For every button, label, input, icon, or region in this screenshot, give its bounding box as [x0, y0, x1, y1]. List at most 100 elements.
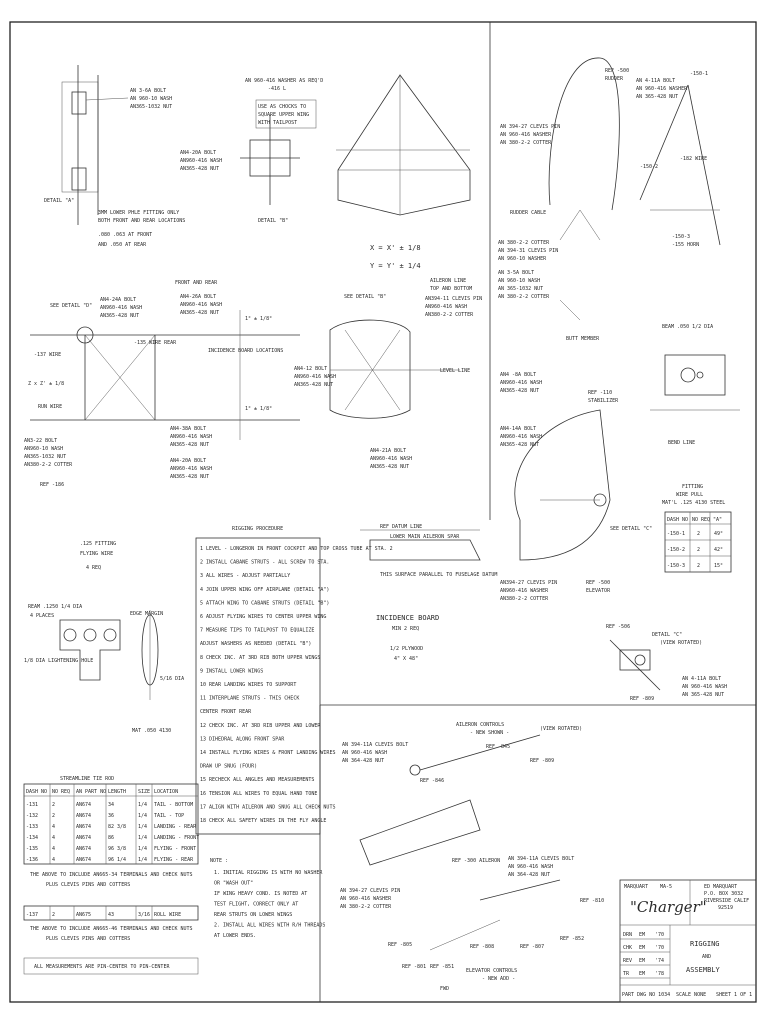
control-ref-label: REF -807 — [520, 944, 544, 950]
inc-title-1: INCIDENCE BOARD — [376, 614, 439, 622]
detail-b-box-3: WITH TAILPOST — [258, 120, 297, 126]
title-block-cell: CHK — [623, 945, 632, 951]
sv-bot-3: AN365-428 NUT — [370, 464, 409, 470]
detail-a-note-3: .080 .063 AT FRONT — [98, 232, 152, 238]
title-block-cell: '74 — [655, 958, 664, 964]
fitting-r1-c2: 42° — [714, 547, 723, 553]
ctrl-elev-title-1: ELEVATOR CONTROLS — [466, 968, 517, 974]
ail-top-2: AN960-416 WASH — [500, 380, 542, 386]
tb-sheet: SHEET 1 OF 1 — [716, 992, 752, 998]
procedure-step: 9 INSTALL LOWER WINGS — [200, 668, 263, 674]
fv-bot2-3: AN365-428 NUT — [170, 474, 209, 480]
tail-low-3: AN 365-1032 NUT — [498, 286, 543, 292]
detail-c: DETAIL "C" (VIEW ROTATED) REF -506 AN 4-… — [606, 624, 727, 702]
detail-c-title-2: (VIEW ROTATED) — [660, 640, 702, 646]
tail-right-2: AN 960-416 WASHER — [636, 86, 688, 92]
detail-a-part-1: AN 3-6A BOLT — [130, 88, 166, 94]
tail-butt: BUTT MEMBER — [566, 336, 600, 342]
tie-measure: ALL MEASUREMENTS ARE PIN-CENTER TO PIN-C… — [34, 964, 170, 970]
sv-bot-1: AN4-21A BOLT — [370, 448, 406, 454]
procedure-step: 2 INSTALL CABANE STRUTS - ALL SCREW TO S… — [200, 560, 329, 566]
title-block-cell: '70 — [655, 945, 664, 951]
fv-tr-2: AN960-416 WASH — [180, 302, 222, 308]
tie-rod-cell: AN675 — [76, 912, 91, 918]
tie-rod-cell: LANDING - REAR — [154, 824, 197, 830]
tie-rod-cell: 86 — [108, 835, 114, 841]
ail-elev-2: ELEVATOR — [586, 588, 611, 594]
ail-elev-1: REF -500 — [586, 580, 610, 586]
ail-mid-2: AN960-416 WASH — [500, 434, 542, 440]
control-ref-label: REF -846 — [420, 778, 444, 784]
procedure-step: 18 CHECK ALL SAFETY WIRES IN THE FLY ANG… — [200, 818, 326, 824]
tie-rod-header: LENGTH — [108, 789, 126, 795]
tie-rod-cell: AN674 — [76, 857, 91, 863]
detail-a-note-4: AND .050 AT REAR — [98, 242, 147, 248]
fitting-r1-c1: 2 — [697, 547, 700, 553]
fv-bot-2: AN960-416 WASH — [170, 434, 212, 440]
detail-b-box-1: USE AS CHOCKS TO — [258, 104, 306, 110]
tie-rod-cell: 96 3/8 — [108, 846, 126, 852]
pivot-title-2: FLYING WIRE — [80, 551, 113, 557]
sv-label-2: AILERON LINE — [430, 278, 466, 284]
fv-bot2-2: AN960-416 WASH — [170, 466, 212, 472]
tb-dwg: PART DWG NO 1034 — [622, 992, 670, 998]
detail-c-ref: REF -506 — [606, 624, 630, 630]
procedure-step: 11 INTERPLANE STRUTS - THIS CHECK — [200, 696, 299, 702]
tail-left-3: AN 380-2-2 COTTER — [500, 140, 552, 146]
control-ref-label: REF -805 — [388, 942, 412, 948]
fitting-h-3: "A" — [713, 517, 722, 523]
tie-rod-cell: AN674 — [76, 846, 91, 852]
sv-left-1: AN4-12 BOLT — [294, 366, 327, 372]
procedure-step: 14 INSTALL FLYING WIRES & FRONT LANDING … — [200, 750, 335, 756]
fv-label-1: FRONT AND REAR — [175, 280, 218, 286]
tie-rod-cell: 2 — [52, 912, 55, 918]
tail-label-2: -182 WIRE — [680, 156, 707, 162]
note-item: 1. INITIAL RIGGING IS WITH NO WASHER — [214, 870, 323, 876]
pivot-title-3: 4 REQ — [86, 565, 101, 571]
tie-rod-cell: FLYING - REAR — [154, 857, 194, 863]
ctrl-ail-title-1: AILERON CONTROLS — [456, 722, 504, 728]
tie-rod-header: DASH NO — [26, 789, 47, 795]
ctrl-elev-title-2: - NEW ADD - — [482, 976, 515, 982]
ail-top-1: AN4 -8A BOLT — [500, 372, 536, 378]
detail-a-note-2: BOTH FRONT AND REAR LOCATIONS — [98, 218, 185, 224]
procedure-step: CENTER FRONT REAR — [200, 709, 252, 715]
fitting-r2-c1: 2 — [697, 563, 700, 569]
tie-rod-cell: -133 — [26, 824, 38, 830]
title-block-cell: REV — [623, 958, 632, 964]
detail-a: AN 3-6A BOLT AN 960-10 WASH AN365-1032 N… — [44, 65, 185, 248]
tail-ref-2: RUDDER — [605, 76, 624, 82]
fitting-detail: BEAM .050 1/2 DIA BEND LINE FITTING WIRE… — [650, 324, 740, 573]
tie-rod-cell: -137 — [26, 912, 38, 918]
pivot-label-2: 4 PLACES — [30, 613, 54, 619]
note-item: TEST FLIGHT, CORRECT ONLY AT — [214, 902, 298, 908]
title-block-cell: EM — [639, 958, 645, 964]
tail-left-2: AN 960-416 WASHER — [500, 132, 552, 138]
title-block-cell: TR — [623, 971, 630, 977]
pivot-title-1: .125 FITTING — [80, 541, 116, 547]
fv-top-1: AN4-24A BOLT — [100, 297, 136, 303]
fitting-r0-c1: 2 — [697, 531, 700, 537]
sv-label-1: SEE DETAIL "B" — [344, 294, 386, 300]
procedure-step: 7 MEASURE TIPS TO TAILPOST TO EQUALIZE — [200, 628, 314, 634]
tb-addr-4: 92519 — [718, 905, 733, 911]
fv-label-5: INCIDENCE BOARD LOCATIONS — [208, 348, 283, 354]
ail-mid-1: AN4-14A BOLT — [500, 426, 536, 432]
procedure-step: 8 CHECK INC. AT 3RD RIB BOTH UPPER WINGS — [200, 655, 320, 661]
tail-right-1: AN 4-11A BOLT — [636, 78, 675, 84]
detail-c-part-2: AN 960-416 WASH — [682, 684, 727, 690]
tie-rod-cell: AN674 — [76, 835, 91, 841]
tail-label-3: -150-2 — [640, 164, 658, 170]
fv-angle-1: 1° ± 1/8° — [245, 316, 272, 322]
tie-rod-cell: 36 — [108, 813, 114, 819]
tie-rod-cell: 1/4 — [138, 857, 147, 863]
control-ref-label: REF -809 — [530, 758, 554, 764]
tie-rod-cell: 4 — [52, 846, 55, 852]
detail-a-note-1: 3MM LOWER PHLE FITTING ONLY — [98, 210, 179, 216]
fitting-r0-c0: -150-1 — [667, 531, 685, 537]
rigging-procedure: RIGGING PROCEDURE 1 LEVEL - LONGERON IN … — [195, 526, 393, 835]
fv-bot2-1: AN4-20A BOLT — [170, 458, 206, 464]
notes: NOTE : 1. INITIAL RIGGING IS WITH NO WAS… — [210, 858, 325, 939]
procedure-title: RIGGING PROCEDURE — [232, 526, 283, 532]
sv-top-2: AN960-416 WASH — [425, 304, 467, 310]
